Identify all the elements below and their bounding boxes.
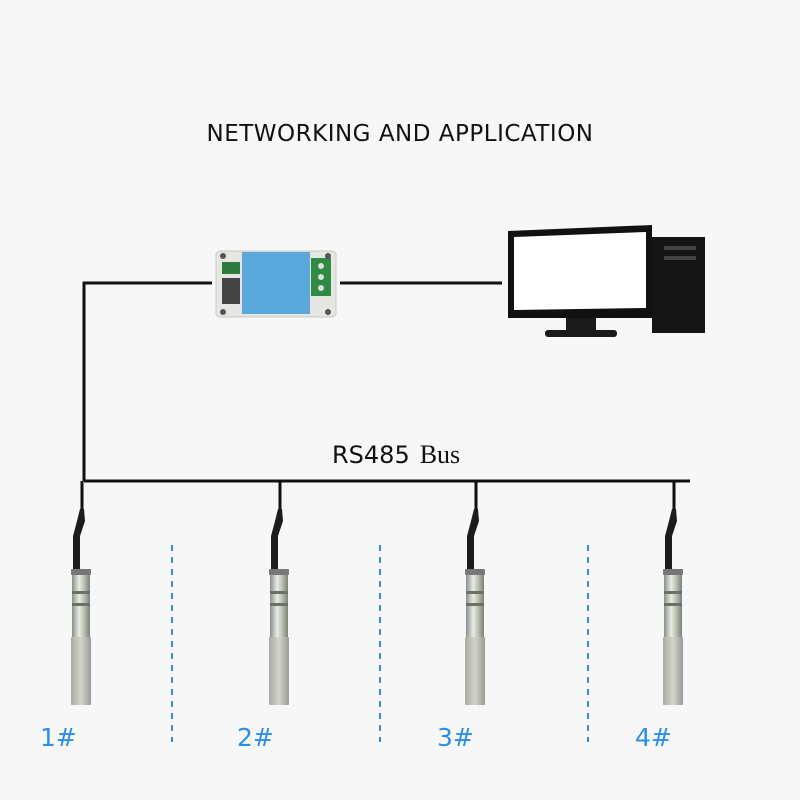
desktop-computer-icon xyxy=(508,225,705,337)
sensor-probe-icon xyxy=(69,479,93,707)
sensor-label: 4# xyxy=(635,723,672,752)
bus-label-suffix: Bus xyxy=(420,440,460,469)
sensor-probe-icon xyxy=(463,479,487,707)
sensor-probe-icon xyxy=(267,479,291,707)
converter-to-bus-wire xyxy=(82,281,212,481)
diagram-title: NETWORKING AND APPLICATION xyxy=(207,121,594,147)
sensor-label: 2# xyxy=(237,723,274,752)
sensor-label: 1# xyxy=(40,723,77,752)
bus-label: RS485 Bus xyxy=(332,440,460,469)
sensor-label: 3# xyxy=(437,723,474,752)
sensor-probe-icon xyxy=(661,479,685,707)
rs485-converter-icon xyxy=(215,250,337,318)
bus-label-prefix: RS485 xyxy=(332,441,410,469)
